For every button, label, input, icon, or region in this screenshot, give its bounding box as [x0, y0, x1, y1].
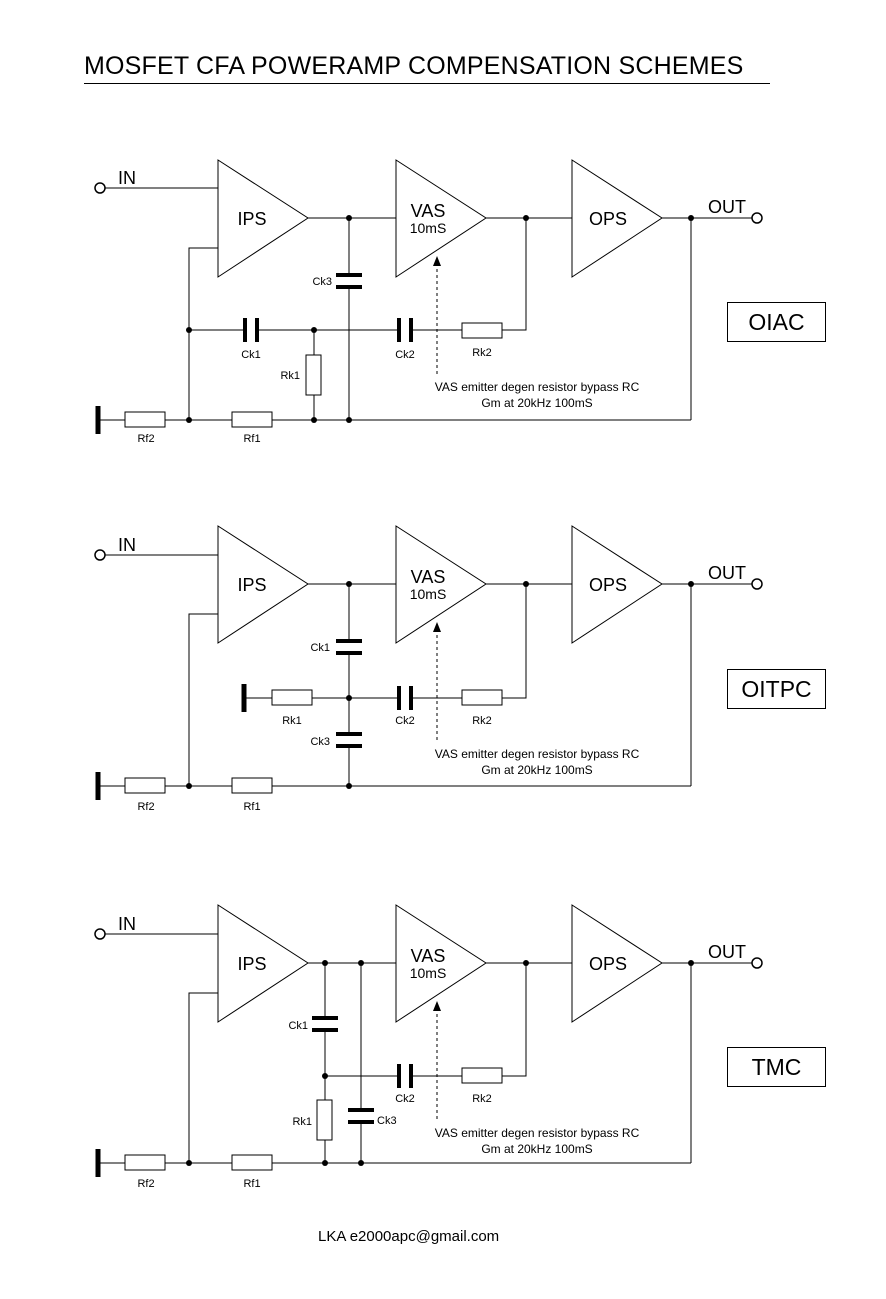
rk2-resistor	[461, 689, 503, 706]
ck1-label: Ck1	[241, 349, 261, 361]
out-label: OUT	[708, 197, 746, 217]
rk1-label: Rk1	[292, 1116, 312, 1128]
rk2-label: Rk2	[472, 347, 492, 359]
scheme-name-box: TMC	[727, 1047, 826, 1087]
ck2-label: Ck2	[395, 1093, 415, 1105]
output-terminal	[751, 212, 763, 224]
title-underline	[84, 83, 770, 84]
ips-label: IPS	[237, 954, 266, 974]
rf2-resistor	[124, 1154, 166, 1171]
schematic-oitpc: IN OUT IPS VAS 10mS OPS Rf2 Rf1 Rk1 Ck2 …	[0, 516, 886, 846]
rk2-label: Rk2	[472, 715, 492, 727]
author-email: LKA e2000apc@gmail.com	[318, 1228, 500, 1245]
ck2-label: Ck2	[395, 715, 415, 727]
scheme-name-box: OIAC	[727, 302, 826, 342]
note-line-2: Gm at 20kHz 100mS	[481, 396, 592, 410]
rk1-label: Rk1	[282, 715, 302, 727]
rf1-resistor	[231, 411, 273, 428]
rk2-resistor	[461, 1067, 503, 1084]
ops-label: OPS	[589, 575, 627, 595]
note-line-2: Gm at 20kHz 100mS	[481, 763, 592, 777]
schematic-tmc: IN OUT IPS VAS 10mS OPS Rf2 Rf1 Ck1 Rk1 …	[0, 895, 886, 1225]
ops-label: OPS	[589, 209, 627, 229]
vas-sublabel: 10mS	[410, 586, 447, 602]
vas-sublabel: 10mS	[410, 220, 447, 236]
rk1-label: Rk1	[280, 370, 300, 382]
ips-label: IPS	[237, 575, 266, 595]
rk2-label: Rk2	[472, 1093, 492, 1105]
rk1-resistor	[305, 354, 322, 396]
ck2-label: Ck2	[395, 349, 415, 361]
vas-label: VAS	[411, 567, 446, 587]
note-line-1: VAS emitter degen resistor bypass RC	[435, 747, 640, 761]
note-line-1: VAS emitter degen resistor bypass RC	[435, 380, 640, 394]
ops-label: OPS	[589, 954, 627, 974]
vas-sublabel: 10mS	[410, 965, 447, 981]
ips-amplifier	[217, 525, 309, 644]
note-line-2: Gm at 20kHz 100mS	[481, 1142, 592, 1156]
input-terminal	[94, 549, 106, 561]
vas-label: VAS	[411, 946, 446, 966]
schematic-oiac: IN OUT IPS VAS 10mS OPS Rf2 Rf1 Ck1 Ck2 …	[0, 150, 886, 480]
ips-label: IPS	[237, 209, 266, 229]
ck3-label: Ck3	[310, 736, 330, 748]
ips-amplifier	[217, 159, 309, 278]
in-label: IN	[118, 914, 136, 934]
input-terminal	[94, 182, 106, 194]
output-terminal	[751, 957, 763, 969]
out-label: OUT	[708, 563, 746, 583]
scheme-name-box: OITPC	[727, 669, 826, 709]
ck1-label: Ck1	[310, 642, 330, 654]
out-label: OUT	[708, 942, 746, 962]
rf1-label: Rf1	[243, 433, 260, 445]
rf2-resistor	[124, 777, 166, 794]
rf1-resistor	[231, 1154, 273, 1171]
ck1-label: Ck1	[288, 1020, 308, 1032]
rf1-label: Rf1	[243, 1178, 260, 1190]
ips-amplifier	[217, 904, 309, 1023]
rf2-label: Rf2	[137, 1178, 154, 1190]
rk1-resistor	[271, 689, 313, 706]
input-terminal	[94, 928, 106, 940]
note-line-1: VAS emitter degen resistor bypass RC	[435, 1126, 640, 1140]
rf1-label: Rf1	[243, 801, 260, 813]
output-terminal	[751, 578, 763, 590]
rf2-label: Rf2	[137, 801, 154, 813]
rf1-resistor	[231, 777, 273, 794]
rf2-resistor	[124, 411, 166, 428]
vas-label: VAS	[411, 201, 446, 221]
rf2-label: Rf2	[137, 433, 154, 445]
rk2-resistor	[461, 322, 503, 339]
ck3-label: Ck3	[377, 1115, 397, 1127]
ck3-label: Ck3	[312, 276, 332, 288]
page-title: MOSFET CFA POWERAMP COMPENSATION SCHEMES	[84, 52, 744, 80]
rk1-resistor	[316, 1099, 333, 1141]
in-label: IN	[118, 535, 136, 555]
in-label: IN	[118, 168, 136, 188]
